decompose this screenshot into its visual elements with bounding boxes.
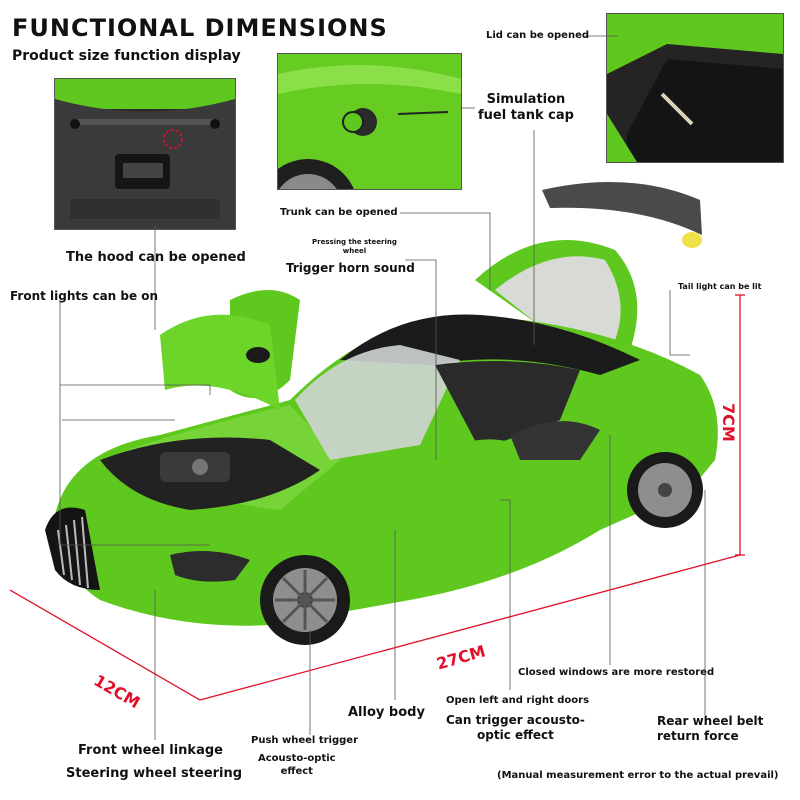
page-subtitle: Product size function display <box>12 48 241 64</box>
label-fuel-cap: Simulation fuel tank cap <box>478 92 574 124</box>
label-door-effect: Can trigger acousto- optic effect <box>446 713 585 742</box>
car-illustration <box>45 182 718 645</box>
headlight <box>170 551 250 582</box>
dimension-height: 7CM <box>719 403 738 442</box>
rear-wheel <box>627 452 703 528</box>
label-tail-light: Tail light can be lit <box>678 282 762 291</box>
label-lid: Lid can be opened <box>486 30 590 41</box>
label-front-wheel-linkage: Front wheel linkage <box>78 743 223 758</box>
label-alloy-body: Alloy body <box>348 705 425 720</box>
label-steering-press: Pressing the steering wheel <box>312 238 397 255</box>
hood-latch-inset <box>54 78 236 230</box>
label-hood: The hood can be opened <box>66 250 246 265</box>
label-horn: Trigger horn sound <box>286 261 415 275</box>
fuel-cap-inset <box>277 53 462 190</box>
label-push-trigger: Push wheel trigger <box>251 735 359 746</box>
label-steering-wheel: Steering wheel steering <box>66 766 243 781</box>
disclaimer: (Manual measurement error to the actual … <box>497 770 779 781</box>
label-rear-wheel: Rear wheel belt return force <box>657 714 764 743</box>
label-trunk: Trunk can be opened <box>280 207 398 218</box>
label-push-effect: Acousto-optic effect <box>258 753 336 777</box>
front-wheel <box>260 555 350 645</box>
page-title: FUNCTIONAL DIMENSIONS <box>12 14 388 42</box>
open-door <box>435 439 530 572</box>
trunk-lid-inset <box>606 13 784 163</box>
label-front-lights: Front lights can be on <box>10 289 159 303</box>
label-closed-windows: Closed windows are more restored <box>518 667 715 678</box>
label-open-doors: Open left and right doors <box>446 695 590 706</box>
rear-spoiler <box>542 182 702 235</box>
